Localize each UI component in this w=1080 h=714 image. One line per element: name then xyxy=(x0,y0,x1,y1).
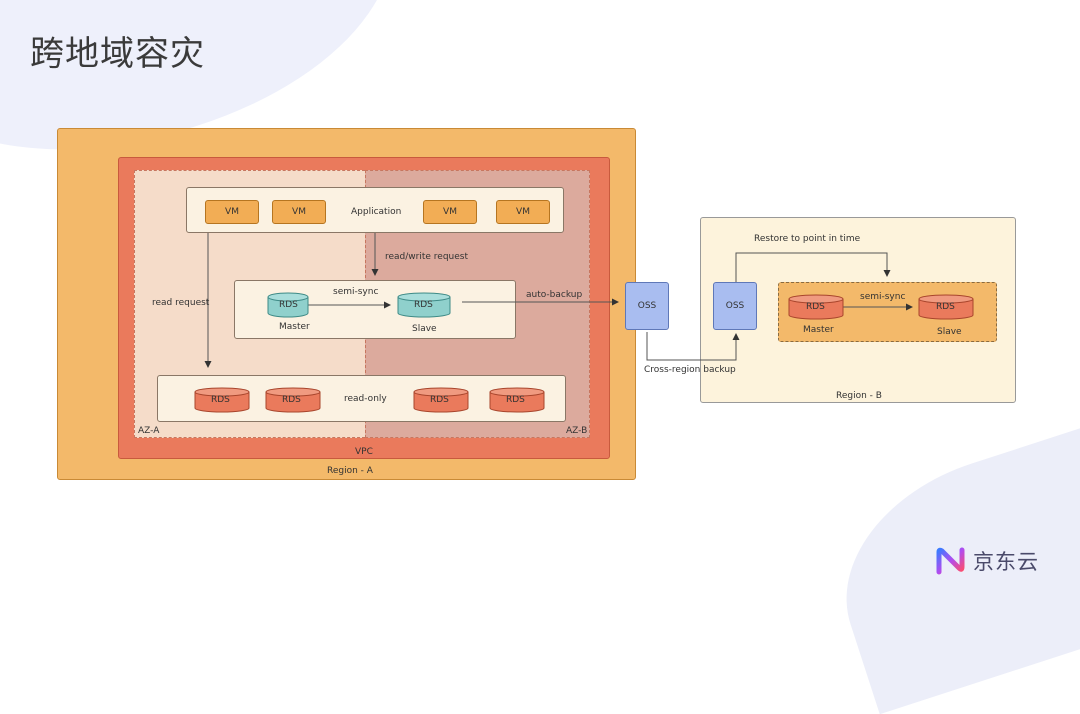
rds-slave-b-caption: Slave xyxy=(937,327,962,337)
region-a-label: Region - A xyxy=(327,466,373,476)
jd-cloud-logo-icon xyxy=(936,547,965,575)
rds-read-only-label: RDS xyxy=(506,395,525,405)
rds-master-icon xyxy=(267,292,309,318)
rds-master-label: RDS xyxy=(279,300,298,310)
slide-title: 跨地域容灾 xyxy=(30,34,205,74)
vm-node: VM xyxy=(423,200,477,224)
rds-slave-b-icon xyxy=(918,294,974,320)
rds-read-only-icon xyxy=(413,387,469,413)
az-a-label: AZ-A xyxy=(138,426,160,436)
rds-read-only-icon xyxy=(194,387,250,413)
rds-master-b-caption: Master xyxy=(803,325,834,335)
rds-master-caption: Master xyxy=(279,322,310,332)
semi-sync-label-b: semi-sync xyxy=(860,292,906,302)
vm-node: VM xyxy=(272,200,326,224)
cross-region-backup-label: Cross-region backup xyxy=(644,365,736,375)
brand-name: 京东云 xyxy=(973,550,1039,574)
rw-request-label: read/write request xyxy=(385,252,468,262)
rds-slave-icon xyxy=(397,292,451,318)
rds-slave-b-label: RDS xyxy=(936,302,955,312)
oss-region-a: OSS xyxy=(625,282,669,330)
read-request-label: read request xyxy=(152,298,210,308)
diagram-canvas xyxy=(204,233,913,368)
region-b-label: Region - B xyxy=(836,391,882,401)
rds-read-only-label: RDS xyxy=(430,395,449,405)
read-only-label: read-only xyxy=(344,394,387,404)
az-b-label: AZ-B xyxy=(566,426,588,436)
rds-slave-caption: Slave xyxy=(412,324,437,334)
vpc-label: VPC xyxy=(355,447,373,457)
vm-node: VM xyxy=(496,200,550,224)
rds-read-only-icon xyxy=(489,387,545,413)
auto-backup-label: auto-backup xyxy=(526,290,583,300)
rds-slave-label: RDS xyxy=(414,300,433,310)
oss-region-b: OSS xyxy=(713,282,757,330)
brand-logo: 京东云 xyxy=(935,546,1039,576)
vm-node: VM xyxy=(205,200,259,224)
rds-read-only-label: RDS xyxy=(282,395,301,405)
restore-label: Restore to point in time xyxy=(754,234,861,244)
application-label: Application xyxy=(351,207,402,217)
rds-read-only-label: RDS xyxy=(211,395,230,405)
restore-arrow xyxy=(735,252,891,282)
cross-region-arrow xyxy=(646,332,740,361)
rds-read-only-icon xyxy=(265,387,321,413)
rds-master-b-label: RDS xyxy=(806,302,825,312)
semi-sync-label-a: semi-sync xyxy=(333,287,379,297)
rds-master-b-icon xyxy=(788,294,844,320)
